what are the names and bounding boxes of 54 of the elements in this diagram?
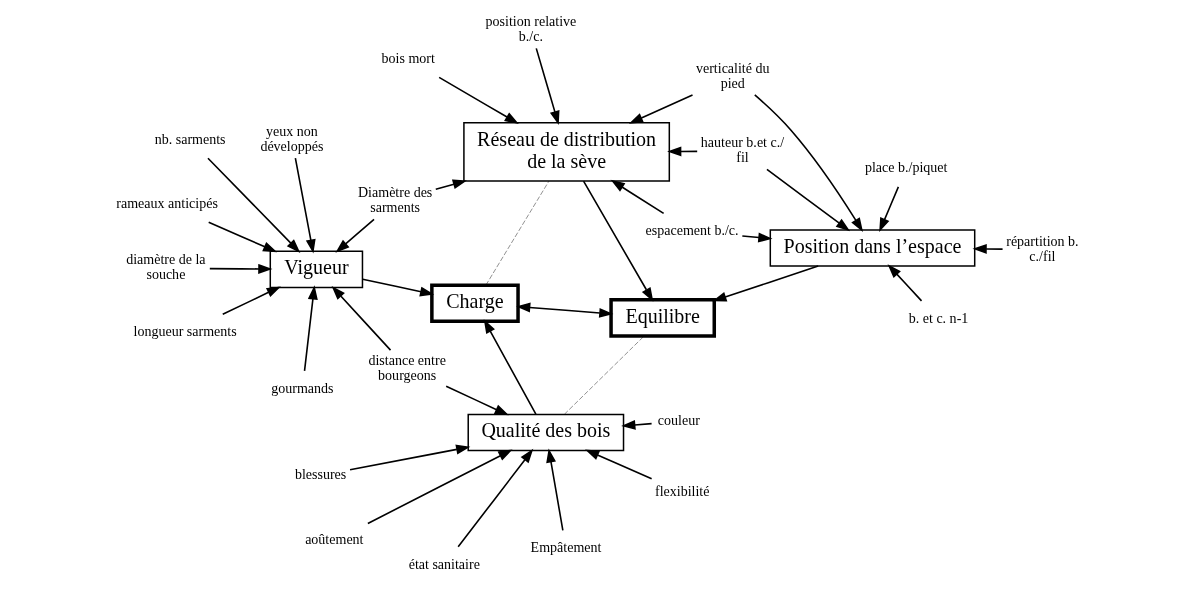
node-text: place b./piquet [864,160,948,176]
arrow [207,157,301,253]
node-text: rameaux anticipés [116,195,218,211]
arrow [367,449,513,525]
node-text: longueur sarments [133,324,237,340]
arrow [610,179,665,215]
node-text: espacement b./c. [645,223,739,239]
arrow [435,179,467,191]
node-text: état sanitaire [408,556,480,572]
node-text: verticalité du pied [695,60,770,91]
node-text: bois mort [381,50,435,66]
node-box: Charge [430,283,520,323]
arrow [887,264,923,302]
arrow [331,285,392,351]
node-text: nb. sarments [154,131,226,147]
arrow [741,232,773,243]
arrow [457,448,534,548]
arrow [972,244,1004,254]
node-box: Réseau de distribution de la sève [463,122,671,182]
node-text: Empâtement [530,540,602,556]
arrow [754,94,863,232]
arrow [207,221,278,253]
node-box: Equilibre [609,298,716,338]
connector [485,180,550,286]
arrow [879,186,900,233]
arrow [546,448,564,532]
node-text: b. et c. n-1 [908,310,969,326]
connector [564,335,645,415]
arrow [303,285,318,372]
arrow [221,286,281,316]
node-text: yeux non développés [260,123,324,155]
node-text: flexibilité [654,483,710,499]
node-text: distance entre bourgeons [368,352,446,383]
arrow [585,449,653,480]
arrow [535,47,560,125]
node-box: Position dans l’espace [769,229,976,267]
node-box: Vigueur [269,250,364,289]
arrow [294,157,316,254]
node-text: hauteur b.et c./ fil [700,135,785,166]
node-text: répartition b. c./fil [1006,233,1079,264]
arrow [766,168,851,232]
arrow [438,76,519,124]
node-text: gourmands [271,380,334,396]
node-text: position relative b./c. [485,14,577,45]
node-text: Diamètre des sarments [358,185,433,216]
arrow [209,263,273,274]
arrow [621,419,653,430]
arrow [445,385,509,416]
node-text: couleur [657,413,700,428]
node-box: Qualité des bois [467,413,625,452]
node-text: blessures [294,467,347,483]
node-text: diamètre de la souche [126,252,206,283]
arrow [335,218,375,253]
node-text: aoûtement [305,532,364,548]
